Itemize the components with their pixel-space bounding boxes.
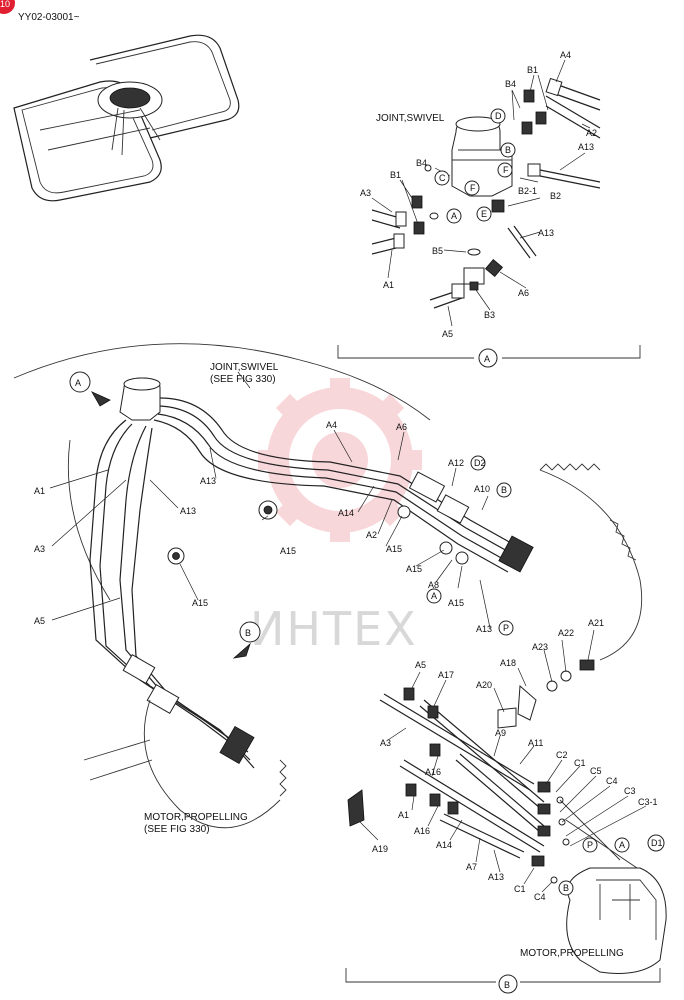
view-b-label-a20: A20 [476,680,492,690]
view-b-motor-title: MOTOR,PROPELLING [520,948,624,959]
view-b-label-a14: A14 [436,840,452,850]
view-b-section-marker: B [504,980,510,990]
view-a-label-b5: B5 [432,246,443,256]
view-b-label-c3-1: C3-1 [638,797,658,807]
view-a-circle-f2: F [470,183,476,193]
view-a-swivel-title: JOINT,SWIVEL [376,113,445,124]
main-label-a8: A8 [428,580,439,590]
main-label-a1: A1 [34,486,45,496]
view-b-label-a9: A9 [495,728,506,738]
view-b-label-a5: A5 [415,660,426,670]
main-circle-a: A [431,591,437,601]
view-b-circle-p: P [587,840,593,850]
main-assembly-view [13,343,643,829]
page-badge-number: 10 [0,0,10,9]
view-b-label-c4-bot: C4 [534,892,546,902]
view-b-label-c1-bot: C1 [514,884,526,894]
view-a-circle-d: D [495,111,502,121]
main-label-a15-b: A15 [192,598,208,608]
view-a-label-b1-top: B1 [527,65,538,75]
main-label-a13-c: A13 [476,624,492,634]
view-b-label-a13: A13 [488,872,504,882]
main-label-a21: A21 [588,618,604,628]
main-label-a14: A14 [338,508,354,518]
view-b-label-a16-b: A16 [414,826,430,836]
main-circle-p: P [503,623,509,633]
main-label-a3: A3 [34,544,45,554]
view-a-circle-e: E [481,209,487,219]
main-label-a15-a: A15 [280,546,296,556]
view-a-label-a13-top: A13 [578,142,594,152]
view-a-circle-c: C [439,173,446,183]
page-badge [0,0,15,14]
main-label-a15-d: A15 [406,564,422,574]
view-b-label-c5: C5 [590,766,602,776]
main-circle-b: B [501,485,507,495]
view-a-label-b1-left: B1 [390,170,401,180]
view-a-circle-a: A [451,211,457,221]
main-swivel-title-2: (SEE FIG 330) [210,374,276,385]
main-label-a15-e: A15 [448,598,464,608]
view-a-label-a2: A2 [586,128,597,138]
view-a-label-b3: B3 [484,310,495,320]
document-code: YY02-03001~ [18,12,80,23]
undercarriage-thumbnail [13,34,240,202]
main-motor-title-1: MOTOR,PROPELLING [144,812,248,823]
view-b-circle-a: A [619,840,625,850]
view-b-circle-d1: D1 [651,838,663,848]
main-circle-d2: D2 [474,458,486,468]
view-b-exploded [345,667,667,994]
view-a-label-a5: A5 [442,329,453,339]
view-b-circle-b: B [563,883,569,893]
view-a-label-b2-1: B2-1 [518,186,537,196]
view-a-label-a3: A3 [360,188,371,198]
main-label-a12: A12 [448,458,464,468]
main-label-a2: A2 [366,530,377,540]
main-label-a13-a: A13 [200,476,216,486]
view-a-circle-b: B [505,145,511,155]
watermark-logo [258,378,422,542]
main-motor-title-2: (SEE FIG 330) [144,824,210,835]
main-swivel-title-1: JOINT,SWIVEL [210,362,279,373]
view-a-section-marker: A [484,354,490,364]
view-a-label-a1: A1 [383,280,394,290]
view-b-label-a16-a: A16 [425,767,441,777]
main-label-a5: A5 [34,616,45,626]
main-label-a23: A23 [532,642,548,652]
view-b-label-a3: A3 [380,738,391,748]
main-label-a13-b: A13 [180,506,196,516]
view-b-label-a11: A11 [528,738,543,748]
view-a-label-b4-top: B4 [505,79,516,89]
view-b-label-c3: C3 [624,786,636,796]
view-b-label-c4-top: C4 [606,776,618,786]
view-a-label-a6: A6 [518,288,529,298]
main-label-a22: A22 [558,628,574,638]
main-marker-b: B [245,628,251,638]
view-b-label-a1: A1 [398,810,409,820]
view-b-label-c2: C2 [556,750,568,760]
main-marker-a: A [75,378,81,388]
view-b-label-a7: A7 [466,862,477,872]
view-a-label-a13-mid: A13 [538,228,554,238]
view-b-label-a17: A17 [438,670,454,680]
view-a-label-a4: A4 [560,50,571,60]
view-a-label-b2: B2 [550,191,561,201]
main-label-a15-c: A15 [386,544,402,554]
view-b-label-c1-top: C1 [574,758,586,768]
view-b-label-a18: A18 [500,658,516,668]
watermark-text: ИНТЕХ [250,602,418,656]
view-a-label-b4-left: B4 [416,158,427,168]
main-label-a6: A6 [396,422,407,432]
view-a-exploded [337,59,641,368]
main-label-a4: A4 [326,420,337,430]
view-a-circle-f1: F [503,165,509,175]
main-label-a10: A10 [474,484,490,494]
view-b-label-a19: A19 [372,844,388,854]
